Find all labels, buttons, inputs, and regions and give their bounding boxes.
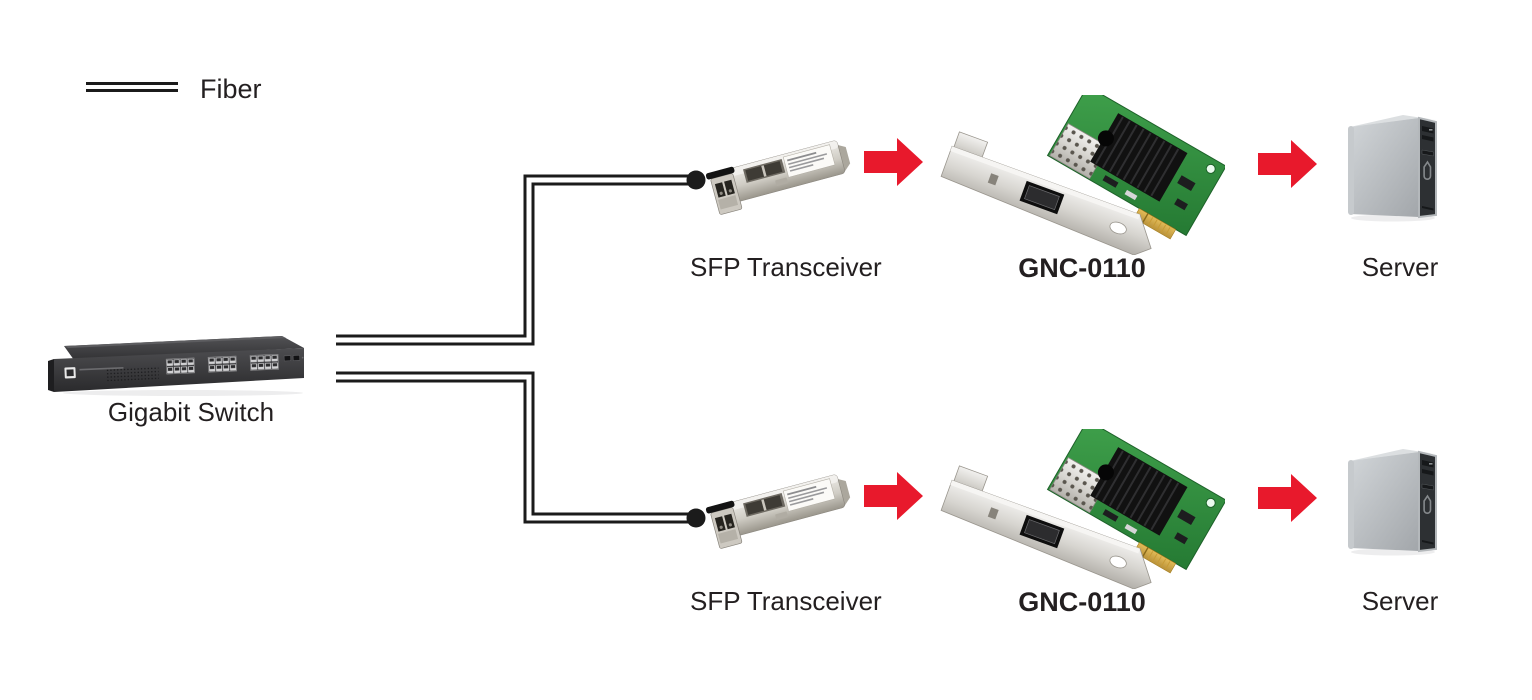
- server-label: Server: [1361, 252, 1439, 282]
- sfp-transceiver-image: [704, 120, 856, 232]
- gnc-0110-label: GNC-0110: [1018, 587, 1146, 617]
- gnc-0110-card-image: [935, 95, 1225, 255]
- sfp-transceiver-image: [704, 454, 856, 566]
- fiber-link-line-top: [336, 174, 690, 346]
- gigabit-switch-image: [48, 334, 310, 396]
- right-arrow-icon: [864, 472, 923, 520]
- gnc-0110-card-image: [935, 429, 1225, 589]
- fiber-endpoint-dot: [686, 170, 706, 190]
- right-arrow-icon: [1258, 140, 1317, 188]
- fiber-endpoint-dot: [686, 508, 706, 528]
- legend-label: Fiber: [200, 74, 262, 104]
- sfp-transceiver-label: SFP Transceiver: [690, 586, 882, 616]
- sfp-transceiver-label: SFP Transceiver: [690, 252, 882, 282]
- gnc-0110-label: GNC-0110: [1018, 253, 1146, 283]
- server-label: Server: [1361, 586, 1439, 616]
- right-arrow-icon: [1258, 474, 1317, 522]
- right-arrow-icon: [864, 138, 923, 186]
- server-tower-image: [1345, 446, 1440, 556]
- fiber-line-icon: [86, 82, 178, 92]
- server-tower-image: [1345, 112, 1440, 222]
- fiber-link-line-bottom: [336, 371, 690, 524]
- gigabit-switch-label: Gigabit Switch: [107, 397, 275, 427]
